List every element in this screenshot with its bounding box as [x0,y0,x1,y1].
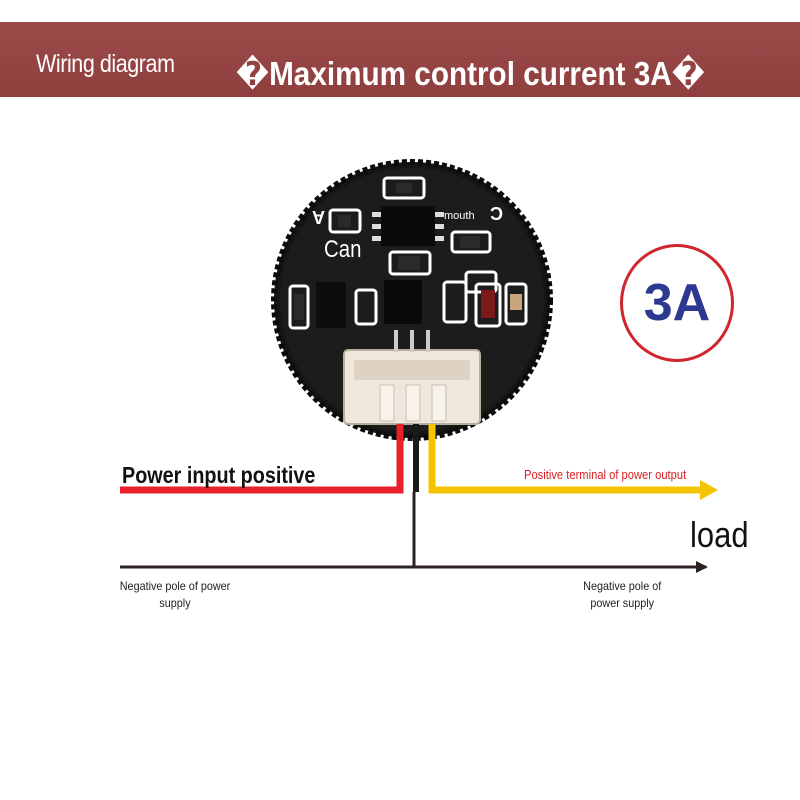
negative-supply-right-label: Negative pole of power supply [583,579,662,610]
chip-component [381,206,435,246]
smd-component [382,176,426,200]
pcb-board [271,159,553,441]
silk-a: A [312,207,325,227]
load-label: load [690,514,749,555]
silk-c: C [490,203,503,223]
yellow-arrowhead [700,480,718,500]
header-banner: Wiring diagram �Maximum control current … [0,22,800,97]
current-rating-badge: 3A [620,244,734,362]
silk-mouth: mouth [444,210,475,222]
yellow-wire [428,424,700,494]
power-output-positive-label: Positive terminal of power output [524,467,687,482]
silk-can: Can [324,236,362,263]
wiring-lines [120,424,718,573]
badge-text: 3A [643,274,711,332]
wiring-diagram-label: Wiring diagram [36,50,175,78]
max-current-title: �Maximum control current 3A� [236,55,705,92]
negative-supply-left-label: Negative pole of power supply [119,579,231,610]
power-input-positive-label: Power input positive [122,462,316,488]
red-wire [120,424,404,494]
